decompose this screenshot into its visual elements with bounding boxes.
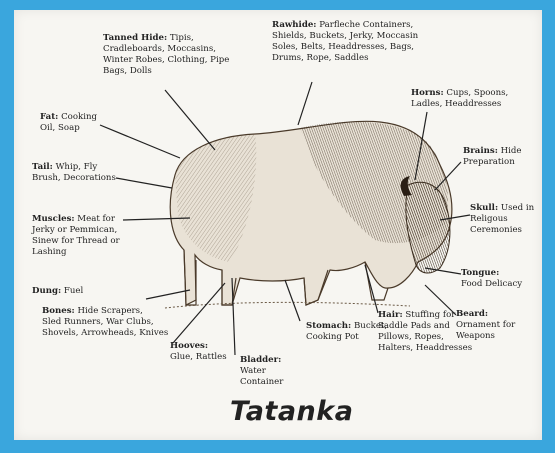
label-muscles: Muscles: Meat for Jerky or Pemmican, Sin… [32,214,120,258]
page-title: Tatanka [230,396,353,427]
label-horns: Horns: Cups, Spoons, Ladles, Headdresses [411,88,508,110]
label-hooves: Hooves: Glue, Rattles [170,341,227,363]
label-skull: Skull: Used in Religous Ceremonies [470,203,534,236]
label-bones: Bones: Hide Scrapers, Sled Runners, War … [42,306,168,339]
label-dung: Dung: Fuel [32,286,83,297]
label-hair: Hair: Stuffing for Saddle Pads and Pillo… [378,310,472,354]
label-rawhide: Rawhide: Parfleche Containers, Shields, … [272,20,418,64]
label-stomach: Stomach: Bucket, Cooking Pot [306,321,387,343]
label-bladder: Bladder: Water Container [240,355,283,388]
label-tongue: Tongue: Food Delicacy [461,268,522,290]
label-fat: Fat: Cooking Oil, Soap [40,112,97,134]
label-tail: Tail: Whip, Fly Brush, Decorations [32,162,116,184]
ground-shadow [165,302,410,308]
label-tanned-hide: Tanned Hide: Tipis, Cradleboards, Moccas… [103,33,229,77]
label-brains: Brains: Hide Preparation [463,146,521,168]
